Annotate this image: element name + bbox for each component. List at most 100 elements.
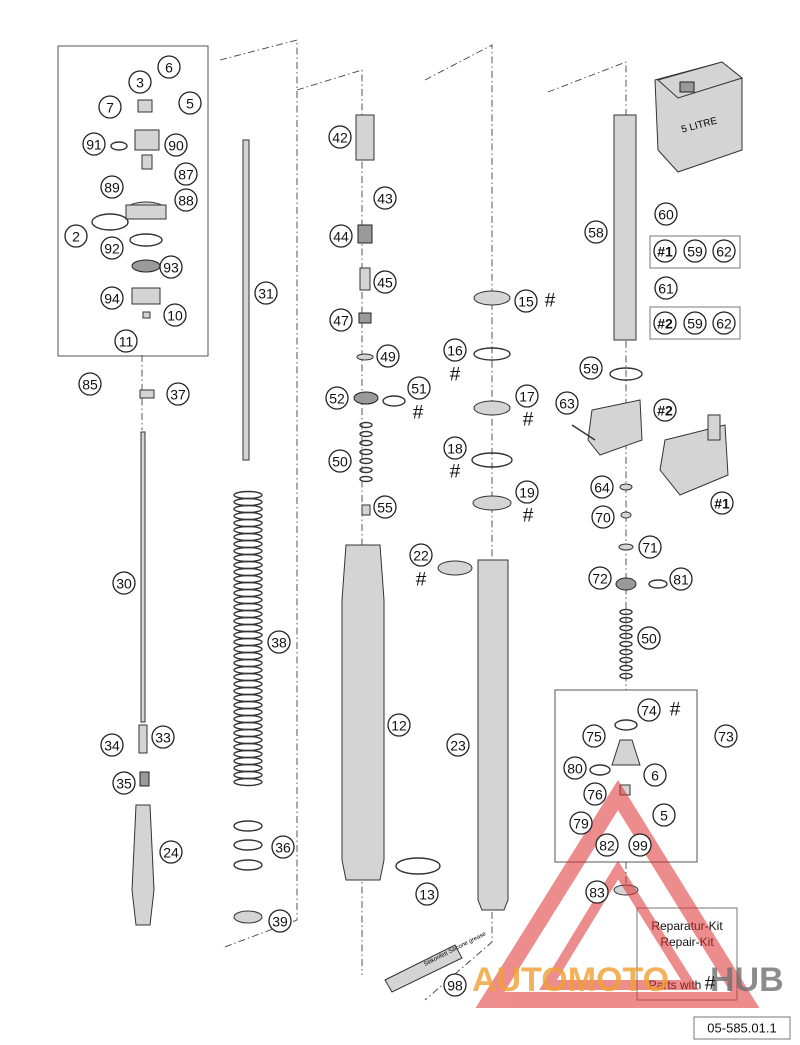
callout-72: 72 (588, 566, 612, 590)
callout-81: 81 (669, 567, 693, 591)
callout-88: 88 (174, 188, 198, 212)
svg-text:85: 85 (82, 377, 98, 393)
callout-58: 58 (584, 220, 608, 244)
watermark-logo (475, 779, 760, 1008)
svg-text:87: 87 (178, 167, 194, 183)
svg-text:42: 42 (332, 130, 348, 146)
callout-34: 34 (100, 733, 124, 757)
callout-19: 19 (515, 480, 539, 504)
hash-mark: # (523, 410, 534, 431)
damper-tube (131, 804, 155, 926)
hash-mark: # (450, 365, 461, 386)
hash-mark: # (450, 462, 461, 483)
callout-59: 59 (683, 239, 707, 263)
svg-text:59: 59 (687, 316, 703, 332)
oil-container: 5 LITRE (654, 61, 744, 173)
callout-6: 6 (157, 55, 181, 79)
svg-text:94: 94 (104, 291, 120, 307)
callout-11: 11 (114, 329, 138, 353)
svg-text:59: 59 (687, 244, 703, 260)
watermark-text-part2: HUB (710, 961, 784, 999)
svg-text:38: 38 (271, 635, 287, 651)
kit-label: #2 (653, 311, 677, 335)
right-fork-tube (613, 114, 637, 341)
callout-50: 50 (328, 449, 352, 473)
callout-82: 82 (595, 833, 619, 857)
svg-text:64: 64 (594, 480, 610, 496)
svg-text:63: 63 (559, 396, 575, 412)
svg-text:31: 31 (258, 286, 274, 302)
callout-49: 49 (376, 344, 400, 368)
svg-text:50: 50 (332, 454, 348, 470)
callout-64: 64 (590, 475, 614, 499)
top-cap-parts (91, 99, 167, 399)
svg-text:23: 23 (450, 738, 466, 754)
callout-36: 36 (271, 835, 295, 859)
svg-text:30: 30 (116, 576, 132, 592)
svg-text:17: 17 (519, 389, 535, 405)
svg-text:47: 47 (333, 313, 349, 329)
svg-text:90: 90 (168, 138, 184, 154)
svg-text:81: 81 (673, 572, 689, 588)
svg-text:80: 80 (567, 761, 583, 777)
fork-clamp-2 (587, 399, 643, 456)
svg-text:73: 73 (718, 729, 734, 745)
callout-12: 12 (387, 713, 411, 737)
document-id-box (693, 1016, 791, 1040)
svg-text:34: 34 (104, 738, 120, 754)
svg-text:37: 37 (170, 387, 186, 403)
callout-31: 31 (254, 281, 278, 305)
callout-59: 59 (579, 356, 603, 380)
hash-mark: # (416, 570, 427, 591)
svg-text:#2: #2 (657, 403, 673, 419)
grease-tube (384, 944, 463, 993)
callout-35: 35 (112, 771, 136, 795)
svg-text:18: 18 (447, 441, 463, 457)
svg-text:58: 58 (588, 225, 604, 241)
callout-75: 75 (582, 724, 606, 748)
kit-label: #1 (710, 491, 734, 515)
svg-text:93: 93 (163, 260, 179, 276)
callout-87: 87 (174, 162, 198, 186)
callout-94: 94 (100, 286, 124, 310)
callout-91: 91 (82, 132, 106, 156)
hash-mark: # (545, 291, 556, 312)
callout-89: 89 (100, 175, 124, 199)
callout-42: 42 (328, 125, 352, 149)
callout-83: 83 (585, 880, 609, 904)
svg-text:79: 79 (573, 816, 589, 832)
svg-text:83: 83 (589, 885, 605, 901)
svg-text:43: 43 (377, 191, 393, 207)
svg-text:60: 60 (658, 207, 674, 223)
svg-text:13: 13 (419, 887, 435, 903)
callout-50: 50 (637, 626, 661, 650)
svg-text:#1: #1 (714, 496, 730, 512)
callout-51: 51 (407, 376, 431, 400)
callout-98: 98 (443, 973, 467, 997)
svg-text:33: 33 (155, 730, 171, 746)
callout-17: 17 (515, 384, 539, 408)
callout-6: 6 (643, 763, 667, 787)
svg-text:12: 12 (391, 718, 407, 734)
compression-valve (611, 739, 641, 766)
callout-76: 76 (583, 782, 607, 806)
svg-text:35: 35 (116, 776, 132, 792)
callout-22: 22 (409, 543, 433, 567)
svg-text:44: 44 (333, 229, 349, 245)
svg-text:3: 3 (136, 75, 144, 91)
watermark-text-part1: AUTOMOTO (472, 961, 669, 999)
callout-37: 37 (166, 382, 190, 406)
svg-text:71: 71 (642, 540, 658, 556)
kit-label: #2 (653, 398, 677, 422)
damper-rod (140, 431, 146, 723)
callout-18: 18 (443, 436, 467, 460)
callout-52: 52 (325, 386, 349, 410)
callout-90: 90 (164, 133, 188, 157)
svg-text:99: 99 (632, 838, 648, 854)
callout-7: 7 (98, 95, 122, 119)
svg-text:61: 61 (658, 281, 674, 297)
fork-spring (233, 490, 263, 787)
svg-text:#1: #1 (657, 244, 673, 260)
svg-text:70: 70 (595, 510, 611, 526)
svg-text:62: 62 (716, 316, 732, 332)
